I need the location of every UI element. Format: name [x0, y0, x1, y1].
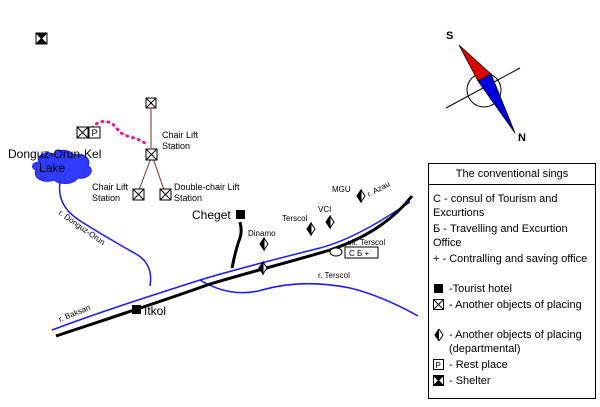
compass-south-needle — [458, 44, 492, 82]
chair-lift-upper-label-2: Station — [162, 141, 190, 151]
chair-lift-lower-label-2: Station — [92, 193, 120, 203]
hotel-legend-icon — [433, 283, 445, 295]
lake-label-line2: Lake — [39, 161, 65, 175]
rest-trail — [90, 120, 148, 146]
office-box — [344, 246, 379, 259]
rest-place-legend-icon: P — [433, 359, 445, 371]
chair-lift-upper-label-1: Chair Lift — [162, 130, 199, 140]
river-donguz-orun — [58, 181, 152, 287]
double-chair-label-1: Double-chair Lift — [174, 182, 240, 192]
itkol-label: Itkol — [144, 304, 166, 318]
diamond-dinamo — [259, 236, 269, 252]
hotel-cheget-icon — [236, 210, 245, 219]
diamond-vci — [325, 214, 335, 230]
river-terscol — [199, 279, 419, 317]
lake-label-line1: Donguz-Orun-Kel — [8, 147, 101, 161]
cheget-label: Cheget — [192, 208, 231, 222]
chair-lift-lower-label-1: Chair Lift — [92, 182, 129, 192]
placing-objects — [76, 97, 172, 201]
lift-lines — [138, 109, 165, 191]
placing-box-top — [145, 97, 157, 109]
placing-box-chair-upper — [145, 148, 158, 161]
rest-place-icon: P — [88, 126, 101, 139]
compass-rose: S N — [445, 30, 526, 144]
placing-box-double-chair — [159, 188, 172, 201]
office-box-label: С Б + — [349, 249, 369, 258]
svg-text:P: P — [436, 361, 441, 370]
terscol-label: Terscol — [282, 214, 308, 223]
vci-label: VCI — [318, 205, 331, 214]
hotel-itkol-icon — [132, 305, 141, 314]
shelter-icon — [35, 32, 48, 45]
rivers — [51, 181, 419, 331]
river-baksan-label: r. Baksan — [57, 303, 91, 324]
departmental-objects — [258, 188, 366, 276]
mgu-label: MGU — [332, 185, 351, 194]
river-azau-label: r. Azau — [366, 179, 392, 198]
placing-box-chair-lower — [132, 188, 145, 201]
diamond-mgu — [356, 188, 366, 204]
lake — [32, 149, 92, 184]
svg-text:P: P — [92, 128, 98, 138]
road-cheget — [230, 221, 243, 269]
compass-north-needle — [477, 73, 516, 134]
compass-north-label: N — [518, 132, 526, 144]
placing-box-lake — [76, 126, 89, 139]
crossed-box-legend-icon — [433, 299, 445, 311]
diamond-river — [258, 260, 268, 276]
compass-south-label: S — [446, 30, 453, 42]
shelter-legend-icon — [433, 375, 445, 387]
dinamo-label: Dinamo — [248, 229, 276, 238]
river-terscol-label: r. Terscol — [318, 271, 350, 280]
legend: The conventional sings С - consul of Tou… — [428, 163, 596, 399]
river-baksan — [51, 201, 411, 331]
diamond-terscol — [306, 221, 316, 237]
vil-terscol-label: vil. Terscol — [348, 238, 385, 247]
diamond-legend-icon — [433, 328, 445, 342]
legend-title: The conventional sings — [429, 164, 595, 185]
roads — [55, 195, 414, 338]
main-road — [55, 195, 414, 338]
tourist-hotels — [132, 210, 245, 314]
double-chair-label-2: Station — [174, 193, 202, 203]
vil-terscol-marker — [329, 247, 343, 257]
river-donguz-label: r. Donguz-Orun — [57, 208, 107, 247]
